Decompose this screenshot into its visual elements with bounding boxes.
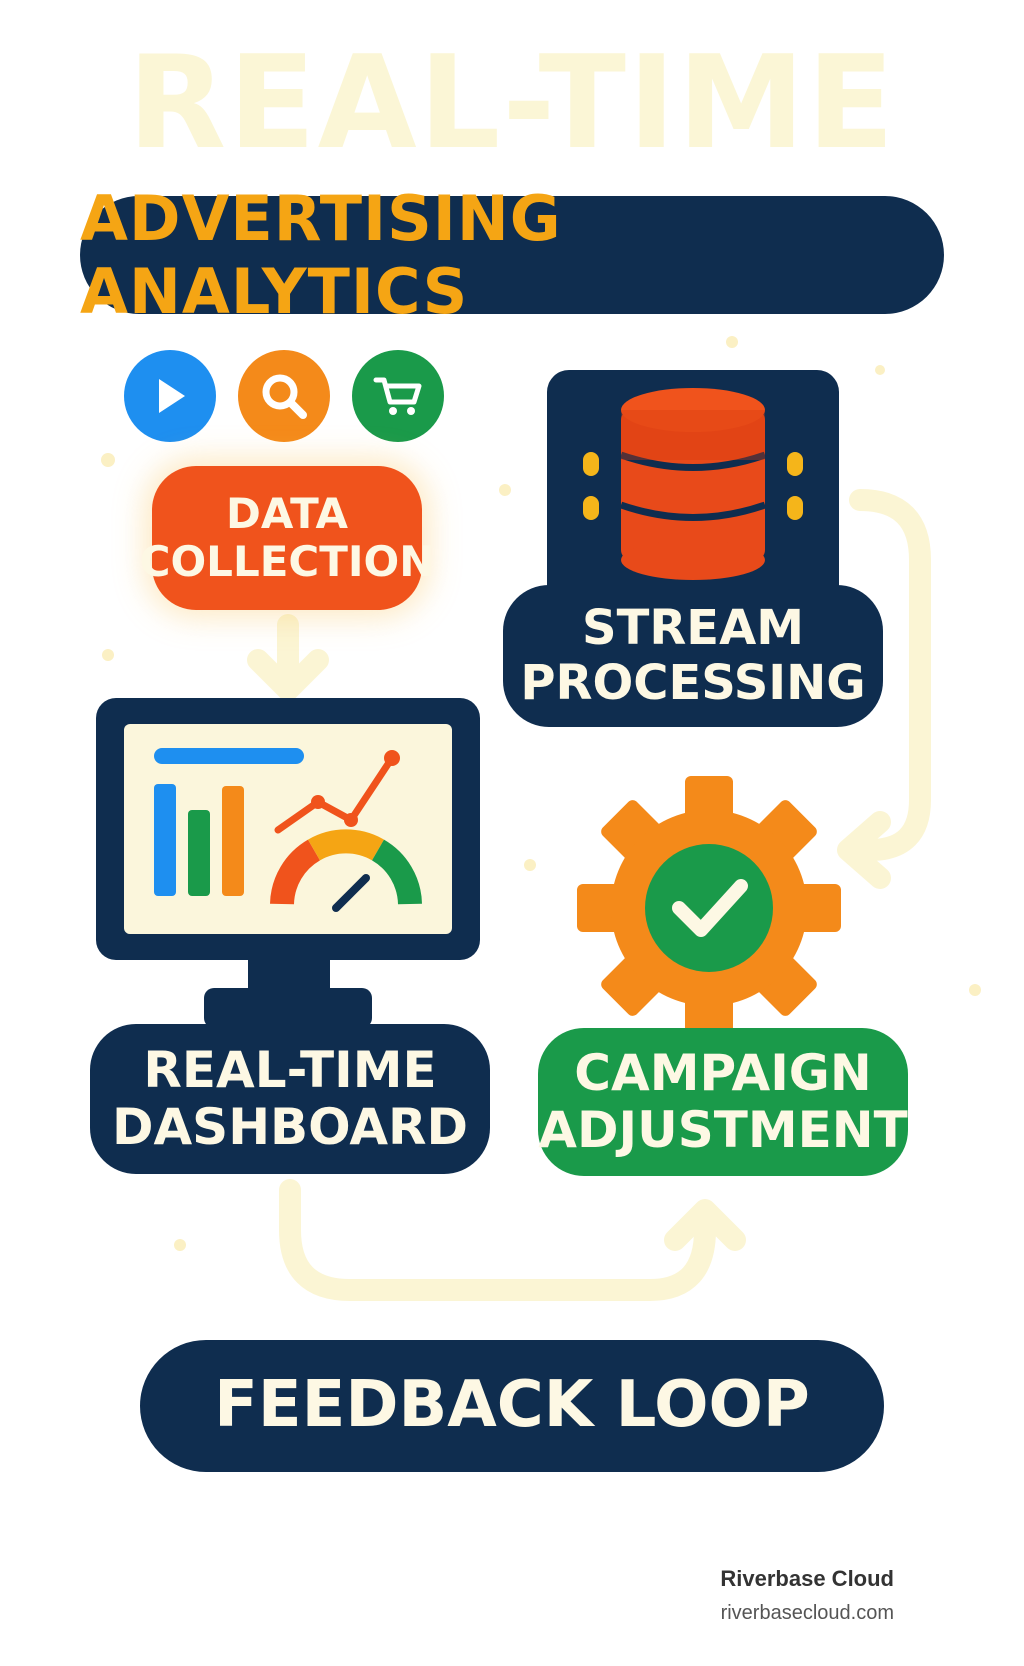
stream-processing-line1: STREAM	[582, 599, 804, 656]
page-title: ADVERTISING ANALYTICS	[80, 182, 562, 328]
stream-processing-line2: PROCESSING	[520, 655, 866, 711]
stream-processing-step: STREAM PROCESSING	[503, 585, 883, 727]
feedback-loop-banner: FEEDBACK LOOP	[140, 1340, 884, 1472]
hero-watermark-text: REAL-TIME	[127, 29, 897, 178]
database-panel	[547, 370, 839, 608]
play-icon	[124, 350, 216, 442]
feedback-loop-label: FEEDBACK LOOP	[214, 1368, 810, 1443]
data-collection-step: DATA COLLECTION	[140, 466, 434, 610]
title-banner: ADVERTISING ANALYTICS	[80, 182, 944, 328]
dashboard-step: REAL-TIME DASHBOARD	[90, 1024, 490, 1174]
dashboard-line1: REAL-TIME	[143, 1040, 437, 1099]
cart-icon	[352, 350, 444, 442]
campaign-adjustment-step: CAMPAIGN ADJUSTMENT	[538, 1028, 908, 1176]
footer-brand: Riverbase Cloud	[720, 1566, 894, 1591]
dashboard-line2: DASHBOARD	[111, 1098, 469, 1156]
data-collection-line1: DATA	[225, 488, 348, 538]
data-collection-line2: COLLECTION	[139, 537, 435, 586]
footer-url[interactable]: riverbasecloud.com	[720, 1602, 894, 1624]
gear-check-icon	[577, 776, 841, 1040]
arrow-dashboard-to-campaign	[279, 1179, 716, 1301]
decor-dots	[101, 336, 981, 1251]
dashboard-monitor-icon	[96, 698, 480, 1028]
database-icon	[583, 388, 803, 580]
campaign-line2: ADJUSTMENT	[538, 1101, 908, 1159]
arrow-stream-to-campaign	[839, 489, 931, 861]
search-icon	[238, 350, 330, 442]
campaign-line1: CAMPAIGN	[574, 1043, 872, 1102]
